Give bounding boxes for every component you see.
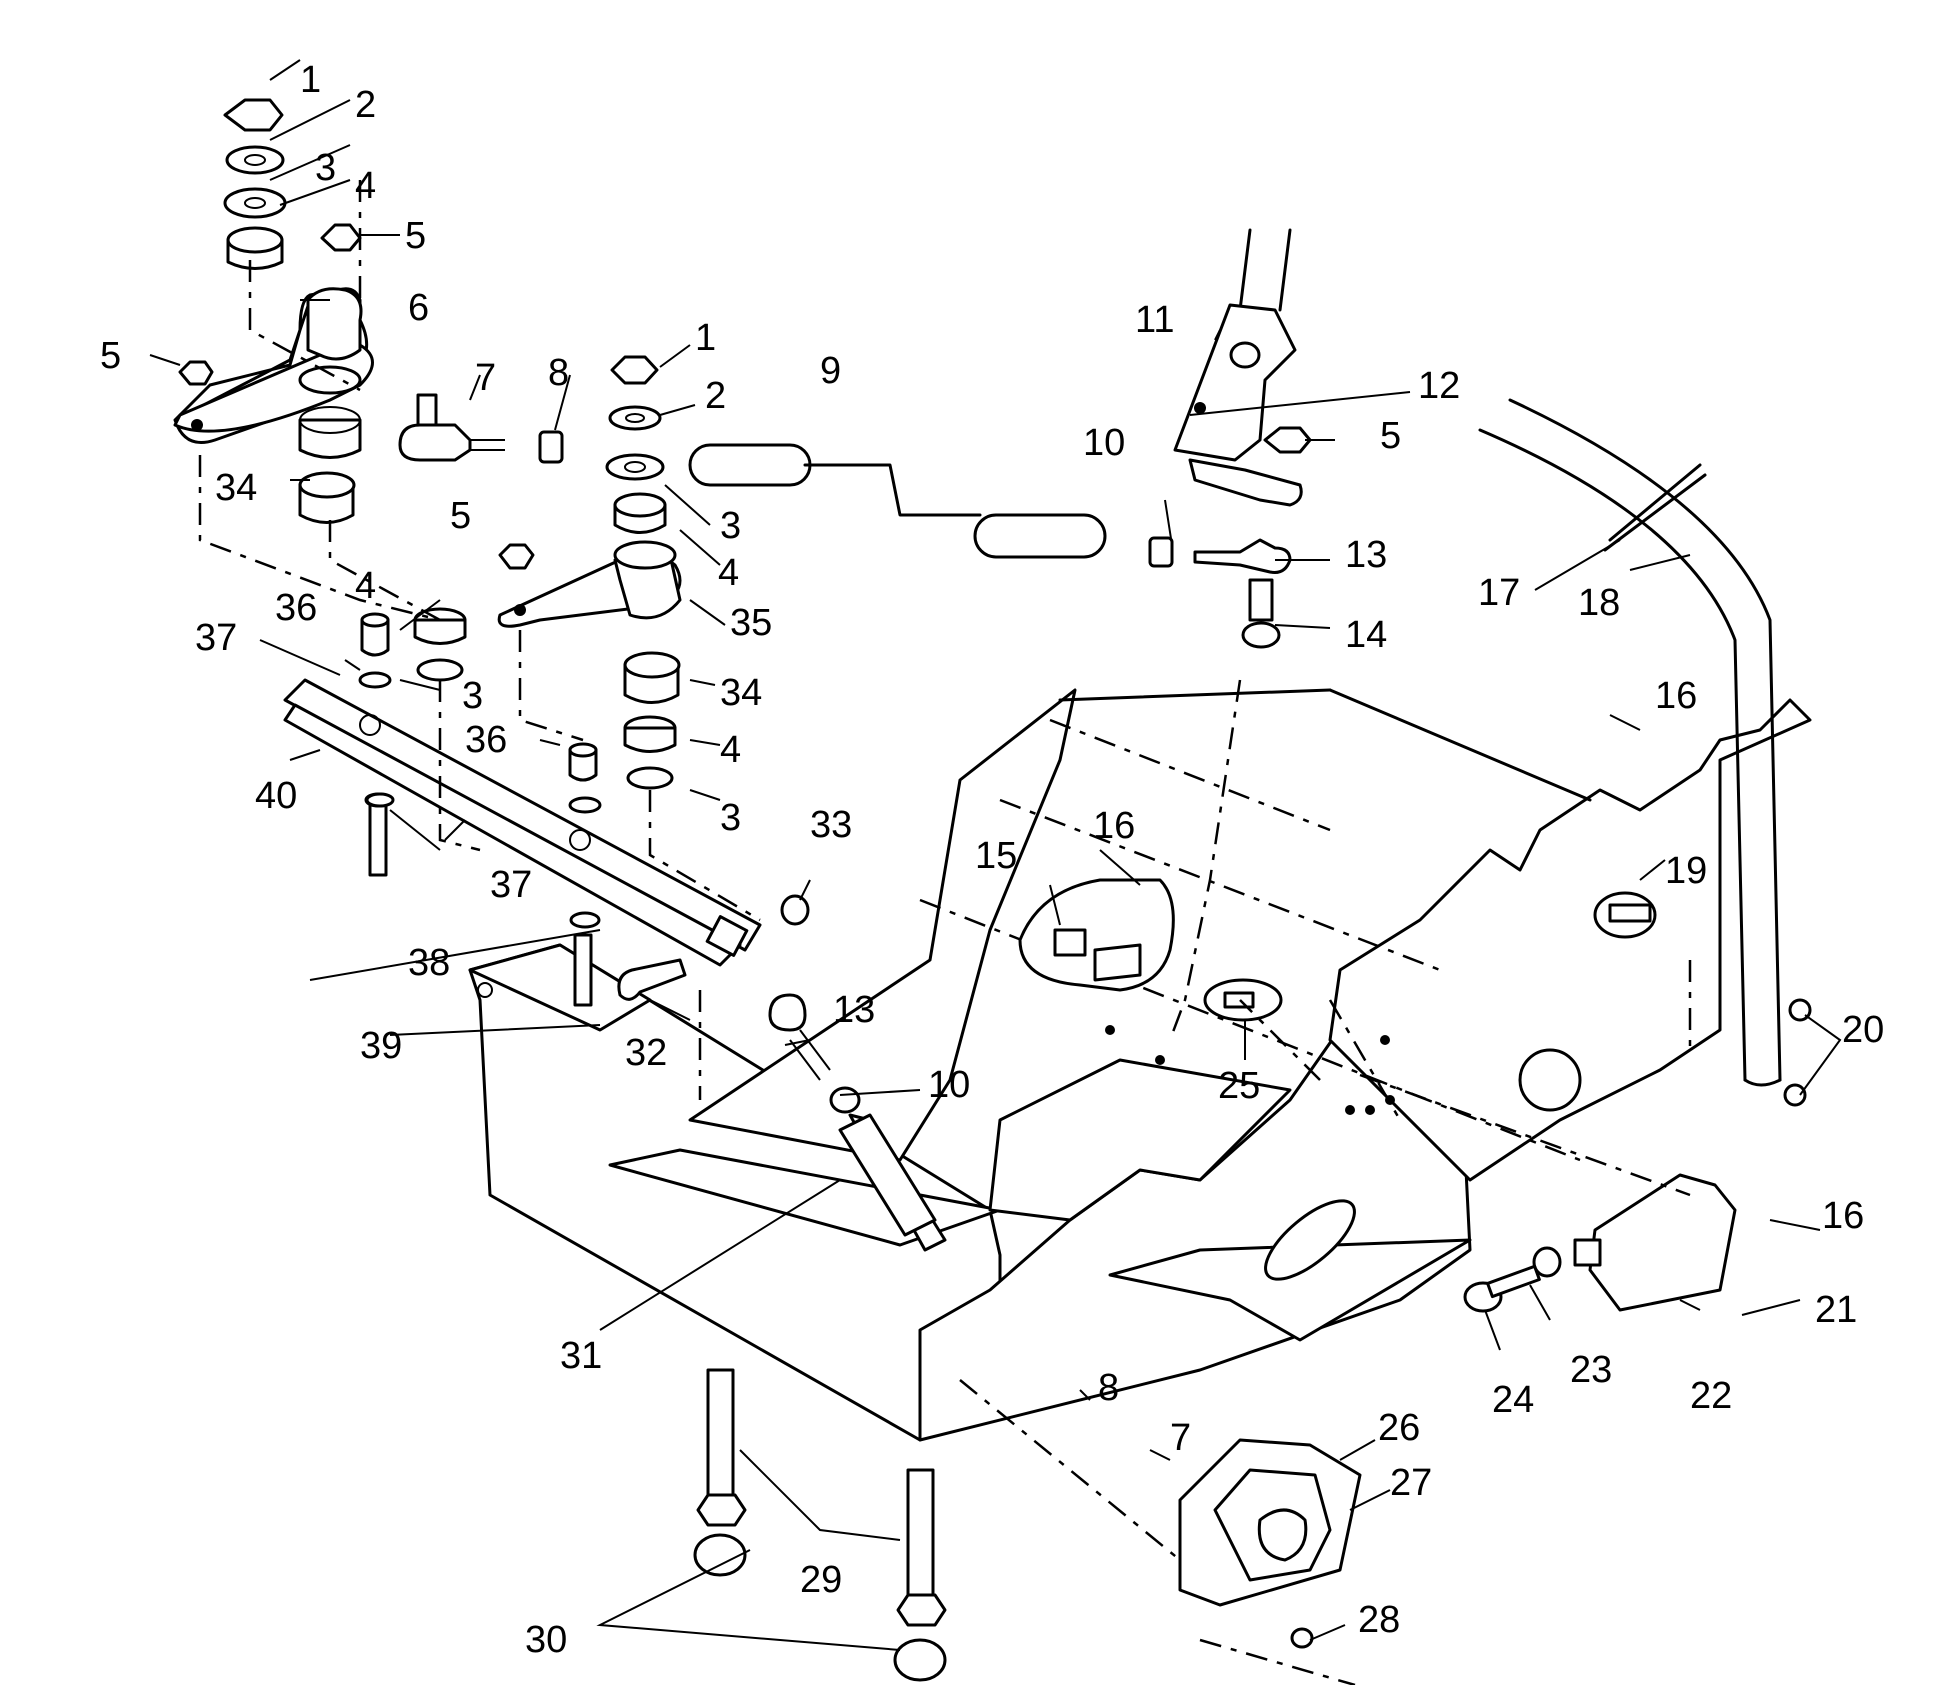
cross-bar [283, 678, 762, 967]
callout-1-center: 1 [695, 317, 716, 359]
callout-39: 39 [360, 1025, 402, 1067]
callout-31: 31 [560, 1335, 602, 1377]
callout-9: 9 [820, 350, 841, 392]
callout-36-center: 36 [465, 719, 507, 761]
callout-16-lower-right: 16 [1822, 1195, 1864, 1237]
callout-16-upper-right: 16 [1655, 675, 1697, 717]
callout-40: 40 [255, 775, 297, 817]
callout-8-lower: 8 [1098, 1367, 1119, 1409]
callout-2-center: 2 [705, 375, 726, 417]
callout-10-lower: 10 [928, 1064, 970, 1106]
callout-27: 27 [1390, 1462, 1432, 1504]
callout-5-left: 5 [100, 335, 121, 377]
callout-7-top: 7 [475, 357, 496, 399]
callout-36-left: 36 [275, 587, 317, 629]
callout-2-top: 2 [355, 84, 376, 126]
callout-16-center: 16 [1093, 805, 1135, 847]
callout-30: 30 [525, 1619, 567, 1661]
callout-35: 35 [730, 602, 772, 644]
callout-34-center: 34 [720, 672, 762, 714]
leader-lines [149, 59, 1842, 1685]
callout-15: 15 [975, 835, 1017, 877]
callout-19: 19 [1665, 850, 1707, 892]
callout-25: 25 [1218, 1065, 1260, 1107]
callout-6: 6 [408, 287, 429, 329]
callout-18: 18 [1578, 582, 1620, 624]
callout-3-left: 3 [462, 675, 483, 717]
callout-7-lower: 7 [1170, 1417, 1191, 1459]
callout-3-lower: 3 [720, 797, 741, 839]
callout-4-lower: 4 [720, 729, 741, 771]
callout-1-top: 1 [300, 59, 321, 101]
callout-20: 20 [1842, 1009, 1884, 1051]
callout-37-center: 37 [490, 864, 532, 906]
callout-29: 29 [800, 1559, 842, 1601]
callout-5-center: 5 [450, 495, 471, 537]
callout-23: 23 [1570, 1349, 1612, 1391]
callout-22: 22 [1690, 1375, 1732, 1417]
callout-4-top: 4 [355, 165, 376, 207]
callout-5-right: 5 [1380, 415, 1401, 457]
callout-17: 17 [1478, 572, 1520, 614]
callout-8-top: 8 [548, 352, 569, 394]
callout-24: 24 [1492, 1379, 1534, 1421]
callout-32: 32 [625, 1032, 667, 1074]
callout-33: 33 [810, 804, 852, 846]
callout-14: 14 [1345, 614, 1387, 656]
callout-4-left: 4 [355, 565, 376, 607]
main-frame [468, 688, 1812, 1442]
callout-labels: 1 2 3 4 5 6 5 7 8 1 9 2 3 4 35 34 4 3 5 … [100, 59, 1884, 1661]
callout-3-center: 3 [720, 505, 741, 547]
callout-28: 28 [1358, 1599, 1400, 1641]
callout-21: 21 [1815, 1289, 1857, 1331]
callout-5-top: 5 [405, 215, 426, 257]
callout-13-upper: 13 [1345, 534, 1387, 576]
callout-13-lower: 13 [833, 989, 875, 1031]
callout-10-upper: 10 [1083, 422, 1125, 464]
callout-37-left: 37 [195, 617, 237, 659]
callout-26: 26 [1378, 1407, 1420, 1449]
callout-34-left: 34 [215, 467, 257, 509]
callout-4-center: 4 [718, 552, 739, 594]
callout-3-top: 3 [315, 147, 336, 189]
callout-11: 11 [1135, 299, 1174, 341]
callout-12: 12 [1418, 365, 1460, 407]
callout-38: 38 [408, 942, 450, 984]
